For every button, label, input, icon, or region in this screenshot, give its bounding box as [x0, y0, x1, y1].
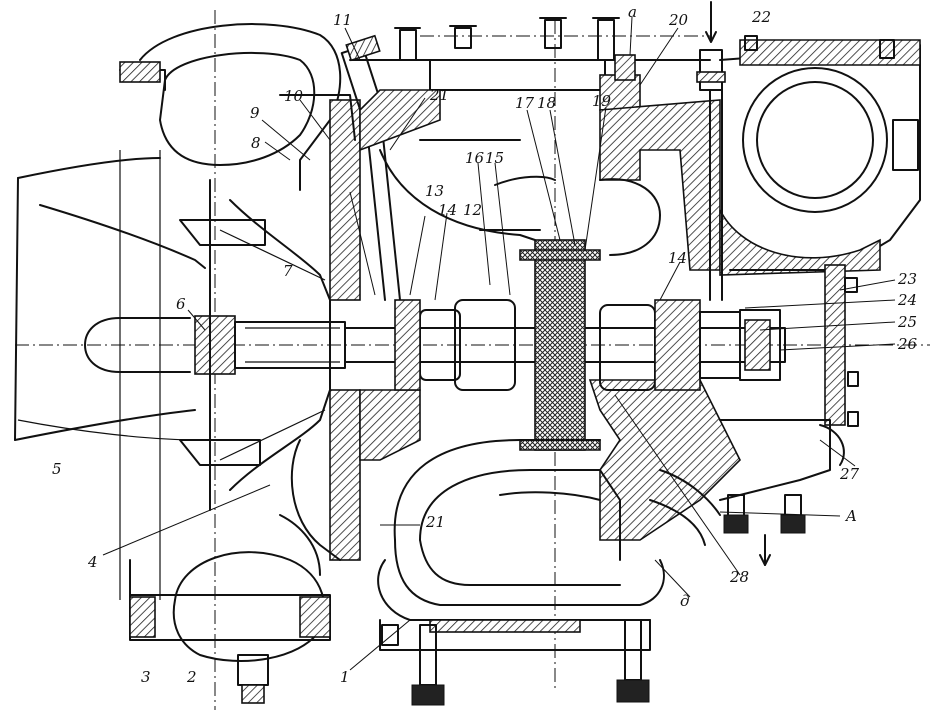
label-13: 13 [425, 182, 444, 200]
label-9: 9 [250, 104, 260, 122]
bearing-left [394, 299, 516, 391]
turbine-scroll-right [719, 35, 921, 276]
leader-lines [102, 16, 896, 671]
bottom-base-and-studs [379, 619, 651, 706]
label-8: 8 [251, 134, 261, 152]
label-20: 20 [668, 11, 689, 29]
bottom-right-pedestal [649, 419, 845, 566]
label-A: A [844, 507, 857, 525]
label-1: 1 [340, 668, 350, 686]
label-22: 22 [751, 8, 771, 26]
label-d: д [680, 592, 690, 610]
label-15: 15 [485, 149, 504, 167]
exhaust-volute [377, 439, 665, 621]
bearing-right [599, 299, 741, 391]
label-6: 6 [176, 295, 186, 313]
turbine-inlet-channel [379, 139, 661, 256]
bearing-housing [359, 89, 741, 541]
label-18: 18 [537, 94, 556, 112]
pipe-part-22 [696, 1, 726, 301]
inlet-elbow [14, 150, 206, 600]
label-12: 12 [463, 201, 482, 219]
label-25: 25 [897, 313, 917, 331]
label-4: 4 [87, 553, 98, 571]
compressor-wheel [179, 179, 331, 511]
right-end-cover [729, 264, 859, 427]
label-14-right: 14 [668, 249, 687, 267]
label-16: 16 [465, 149, 485, 167]
top-flange-and-studs [349, 17, 711, 111]
label-5: 5 [52, 460, 62, 478]
label-26: 26 [897, 335, 918, 353]
label-23: 23 [897, 270, 917, 288]
label-21-top: 21 [429, 86, 449, 104]
compressor-volute-bottom [129, 551, 331, 704]
rotor-shaft [344, 239, 786, 451]
label-2: 2 [186, 668, 197, 686]
label-17: 17 [515, 94, 535, 112]
label-11: 11 [333, 11, 352, 29]
label-28: 28 [729, 568, 749, 586]
compressor-volute-top [119, 23, 342, 191]
label-14-left: 14 [438, 201, 457, 219]
label-19: 19 [592, 92, 612, 110]
label-27: 27 [839, 465, 860, 483]
label-21-bottom: 21 [425, 513, 445, 531]
label-24: 24 [897, 291, 917, 309]
diffuser-block [279, 94, 361, 576]
label-3: 3 [141, 668, 151, 686]
label-10: 10 [284, 87, 304, 105]
turbine-disc-hub [534, 239, 586, 451]
label-a: a [628, 3, 637, 21]
label-7: 7 [283, 262, 293, 280]
